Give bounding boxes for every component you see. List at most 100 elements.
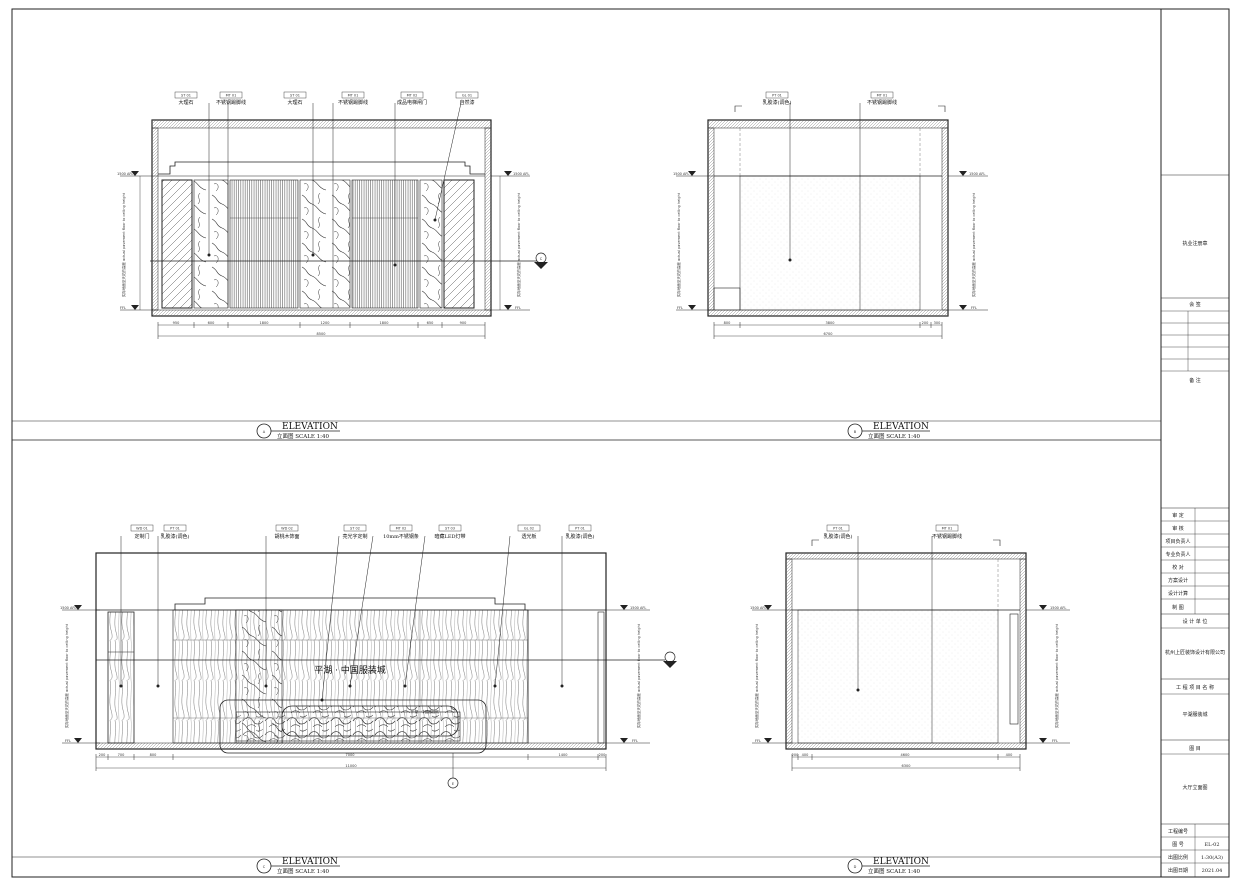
callout-d-1-text: 不锈钢踢脚线 bbox=[932, 533, 962, 540]
level-bottom-b-left: FFL bbox=[677, 306, 683, 310]
callout-d-0-code: PT 01 bbox=[833, 527, 843, 531]
dim-b-3: 300 bbox=[934, 321, 941, 325]
level-top-d-right: 1500 AFL bbox=[1050, 606, 1066, 610]
callout-a-4-code: MT 02 bbox=[407, 94, 418, 98]
side-note-b-right: 实际地面至天花的高度 actual pavement floor to ceil… bbox=[971, 192, 976, 297]
tb-row-3: 专业负责人 bbox=[1165, 551, 1190, 558]
callout-c-1-text: 乳胶漆(调色) bbox=[161, 533, 190, 540]
callout-a-0-code: ST 01 bbox=[181, 94, 191, 98]
title-d-text: ELEVATION bbox=[873, 857, 929, 867]
side-note-c-right: 实际地面至天花的高度 actual pavement floor to ceil… bbox=[636, 623, 641, 728]
dim-c-3: 7000 bbox=[346, 753, 355, 757]
dim-c-0: 200 bbox=[99, 753, 106, 757]
dim-c-total: 11000 bbox=[345, 764, 356, 768]
callouts-a: ST 01 大理石 MT 01 不锈钢踢脚线 ST 01 大理石 MT 01 不… bbox=[174, 91, 479, 308]
tb-drawing-label: 图 目 bbox=[1189, 746, 1201, 752]
callout-a-1-code: MT 01 bbox=[226, 94, 237, 98]
title-d: D ELEVATION 立面图 SCALE 1:40 bbox=[847, 857, 930, 875]
title-b-sub: 立面图 SCALE 1:40 bbox=[868, 432, 920, 440]
title-d-id: D bbox=[854, 865, 857, 869]
side-note-c-left: 实际地面至天花的高度 actual pavement floor to ceil… bbox=[64, 623, 69, 728]
level-top-c-right: 1500 AFL bbox=[630, 606, 646, 610]
title-b-id: B bbox=[854, 430, 857, 434]
section-mark-c: E bbox=[452, 782, 454, 786]
dim-a-2: 1800 bbox=[260, 321, 269, 325]
side-note-d-left: 实际地面至天花的高度 actual pavement floor to ceil… bbox=[754, 623, 759, 728]
callout-d-0-text: 乳胶漆(调色) bbox=[824, 533, 853, 540]
tb-drawing: 大厅立面图 bbox=[1182, 784, 1207, 791]
callout-b-1-code: MT 01 bbox=[877, 94, 888, 98]
tb-row-4: 校 对 bbox=[1172, 564, 1184, 571]
level-top-a-left: 1500 AFL bbox=[117, 172, 133, 176]
dim-d-total: 6300 bbox=[902, 764, 911, 768]
callout-b-1-text: 不锈钢踢脚线 bbox=[867, 99, 897, 106]
callout-a-5-code: GL 01 bbox=[462, 94, 472, 98]
callout-a-5-text: 自然漆 bbox=[459, 99, 474, 106]
tb-remark: 备 注 bbox=[1189, 377, 1201, 384]
tb-meta-3-value: 2021.04 bbox=[1202, 868, 1223, 874]
tb-design-unit-label: 设 计 单 位 bbox=[1183, 618, 1208, 625]
tb-sign: 会 签 bbox=[1189, 301, 1201, 308]
tb-row-5: 方案设计 bbox=[1168, 577, 1188, 584]
title-block: 执业注册章 会 签 备 注 审 定 审 核 项目负责人 专业负责人 校 对 方案… bbox=[1161, 174, 1229, 877]
callout-c-2-code: WD 02 bbox=[281, 527, 293, 531]
tb-meta-2-value: 1:30(A3) bbox=[1201, 854, 1223, 861]
dim-a-5: 650 bbox=[427, 321, 434, 325]
level-top-d-left: 1500 AFL bbox=[750, 606, 766, 610]
level-bottom-c-right: FFL bbox=[632, 739, 638, 743]
title-c-sub: 立面图 SCALE 1:40 bbox=[277, 867, 329, 875]
sign-text: 平湖 · 中国服装城 bbox=[314, 664, 386, 676]
tb-seal: 执业注册章 bbox=[1182, 240, 1207, 247]
sheet-border bbox=[11, 8, 1230, 878]
callout-a-1-text: 不锈钢踢脚线 bbox=[216, 99, 246, 106]
section-mark-a: C bbox=[540, 257, 543, 261]
title-a-sub: 立面图 SCALE 1:40 bbox=[277, 432, 329, 440]
dim-a-3: 1200 bbox=[321, 321, 330, 325]
title-c-text: ELEVATION bbox=[282, 857, 338, 867]
callout-b-0-code: PT 01 bbox=[772, 94, 782, 98]
dim-b-total: 6700 bbox=[824, 332, 833, 336]
level-bottom-a-left: FFL bbox=[120, 306, 126, 310]
title-b: B ELEVATION 立面图 SCALE 1:40 bbox=[847, 422, 930, 440]
side-note-a-left: 实际地面至天花的高度 actual pavement floor to ceil… bbox=[121, 192, 126, 297]
tb-meta-3-label: 出图日期 bbox=[1168, 867, 1188, 874]
callout-c-1-code: PT 01 bbox=[170, 527, 180, 531]
small-sign-text: 平湖 · 中国服装城 bbox=[411, 709, 439, 714]
callout-b-0-text: 乳胶漆(调色) bbox=[763, 99, 792, 106]
level-bottom-b-right: FFL bbox=[971, 306, 977, 310]
tb-row-6: 设计计算 bbox=[1168, 590, 1188, 597]
title-c-id: C bbox=[263, 865, 266, 869]
dim-c-4: 1400 bbox=[559, 753, 568, 757]
callout-c-7-text: 乳胶漆(调色) bbox=[566, 533, 595, 540]
dim-a-6: 900 bbox=[460, 321, 467, 325]
tb-design-unit: 杭州上匠装饰设计有限公司 bbox=[1165, 649, 1225, 656]
side-note-a-right: 实际地面至天花的高度 actual pavement floor to ceil… bbox=[516, 192, 521, 297]
side-note-d-right: 实际地面至天花的高度 actual pavement floor to ceil… bbox=[1054, 623, 1059, 728]
dim-d-0: 200 bbox=[792, 753, 799, 757]
callout-c-5-code: ST 03 bbox=[445, 527, 455, 531]
dim-c-1: 700 bbox=[118, 753, 125, 757]
callout-c-3-text: 亮光字定制 bbox=[342, 533, 367, 540]
level-top-b-right: 1500 AFL bbox=[969, 172, 985, 176]
callout-c-0-text: 定制门 bbox=[134, 533, 149, 540]
callout-a-3-code: MT 01 bbox=[348, 94, 359, 98]
dim-a-4: 1800 bbox=[380, 321, 389, 325]
dim-a-0: 950 bbox=[173, 321, 180, 325]
title-b-text: ELEVATION bbox=[873, 422, 929, 432]
level-bottom-d-right: FFL bbox=[1052, 739, 1058, 743]
callout-a-2-code: ST 01 bbox=[290, 94, 300, 98]
dim-d-3: 400 bbox=[1006, 753, 1013, 757]
tb-project-label: 工 程 项 目 名 称 bbox=[1176, 684, 1214, 691]
callout-c-4-code: MT 02 bbox=[396, 527, 407, 531]
level-top-a-right: 1500 AFL bbox=[513, 172, 529, 176]
elevation-c: 平湖 · 中国服装城 平湖 · 中国服装城 E WD 01 定制门 bbox=[60, 524, 677, 789]
dim-d-2: 4600 bbox=[901, 753, 910, 757]
tb-project: 平湖服装城 bbox=[1182, 711, 1207, 718]
callout-c-6-text: 透光板 bbox=[521, 533, 536, 540]
level-bottom-a-right: FFL bbox=[515, 306, 521, 310]
elevation-a: C 1500 AFL FFL 1500 AFL FFL 实际地面至天花的高度 a… bbox=[117, 91, 548, 339]
side-note-b-left: 实际地面至天花的高度 actual pavement floor to ceil… bbox=[676, 192, 681, 297]
title-d-sub: 立面图 SCALE 1:40 bbox=[868, 867, 920, 875]
level-top-b-left: 1500 AFL bbox=[673, 172, 689, 176]
